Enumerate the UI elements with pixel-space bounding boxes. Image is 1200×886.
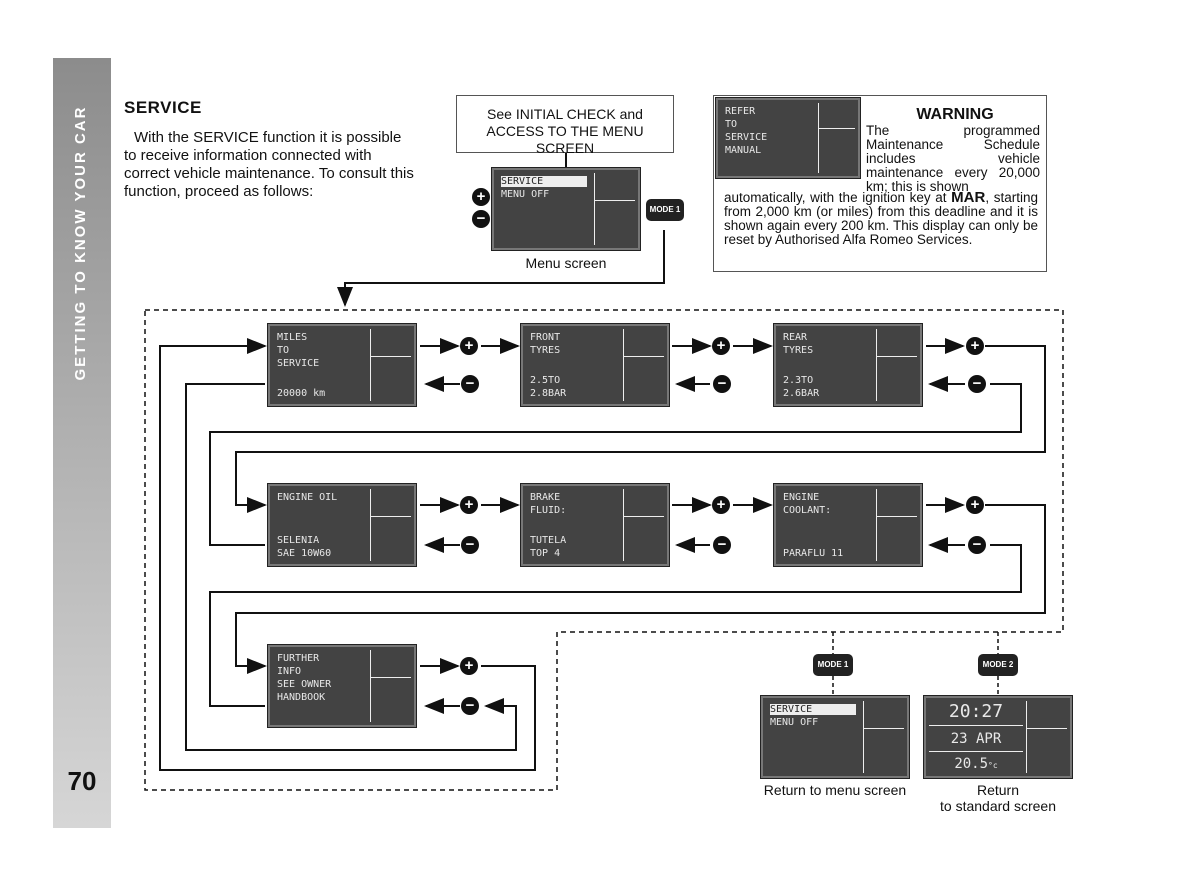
plus-icon[interactable]: + xyxy=(460,496,478,514)
mode1-button[interactable]: MODE 1 xyxy=(646,199,684,221)
menu-item-menu-off: MENU OFF xyxy=(501,189,550,200)
plus-icon[interactable]: + xyxy=(712,496,730,514)
engine-coolant-display: ENGINE COOLANT:PARAFLU 11 xyxy=(773,483,923,567)
temperature-readout: 20.5°c xyxy=(954,756,998,772)
minus-icon[interactable]: − xyxy=(461,375,479,393)
further-info-display: FURTHER INFO SEE OWNER HANDBOOK xyxy=(267,644,417,728)
minus-icon[interactable]: − xyxy=(461,697,479,715)
standard-screen-display: 20:27 23 APR 20.5°c xyxy=(923,695,1073,779)
warning-box: REFER TO SERVICE MANUAL WARNING The prog… xyxy=(713,95,1047,272)
intro-paragraph: With the SERVICE function it is possible… xyxy=(124,129,414,200)
plus-icon[interactable]: + xyxy=(966,337,984,355)
plus-icon[interactable]: + xyxy=(712,337,730,355)
plus-button-icon[interactable]: + xyxy=(472,188,490,206)
warning-text-part2: automatically, with the ignition key at … xyxy=(724,189,1038,247)
mode1-button[interactable]: MODE 1 xyxy=(813,654,853,676)
page-number: 70 xyxy=(67,766,97,796)
section-heading: SERVICE xyxy=(124,98,202,117)
initial-check-box: See INITIAL CHECK and ACCESS TO THE MENU… xyxy=(456,95,674,156)
clock-time: 20:27 xyxy=(948,701,1004,722)
return-menu-caption: Return to menu screen xyxy=(763,782,907,798)
menu-screen-display: SERVICE MENU OFF xyxy=(491,167,641,251)
minus-icon[interactable]: − xyxy=(461,536,479,554)
mode2-button[interactable]: MODE 2 xyxy=(978,654,1018,676)
minus-icon[interactable]: − xyxy=(713,375,731,393)
minus-icon[interactable]: − xyxy=(968,375,986,393)
menu-screen-caption: Menu screen xyxy=(525,255,607,271)
plus-icon[interactable]: + xyxy=(460,337,478,355)
refer-service-display: REFER TO SERVICE MANUAL xyxy=(715,97,861,179)
warning-title: WARNING xyxy=(916,106,994,123)
brake-fluid-display: BRAKE FLUID:TUTELA TOP 4 xyxy=(520,483,670,567)
menu-item-service: SERVICE xyxy=(501,176,588,187)
minus-icon[interactable]: − xyxy=(713,536,731,554)
plus-icon[interactable]: + xyxy=(966,496,984,514)
minus-button-icon[interactable]: − xyxy=(472,210,490,228)
minus-icon[interactable]: − xyxy=(968,536,986,554)
plus-icon[interactable]: + xyxy=(460,657,478,675)
warning-text-part1: The programmed Maintenance Schedule incl… xyxy=(866,123,1040,194)
date-value: 23 APR xyxy=(950,731,1002,747)
side-tab: GETTING TO KNOW YOUR CAR 70 xyxy=(53,58,111,828)
